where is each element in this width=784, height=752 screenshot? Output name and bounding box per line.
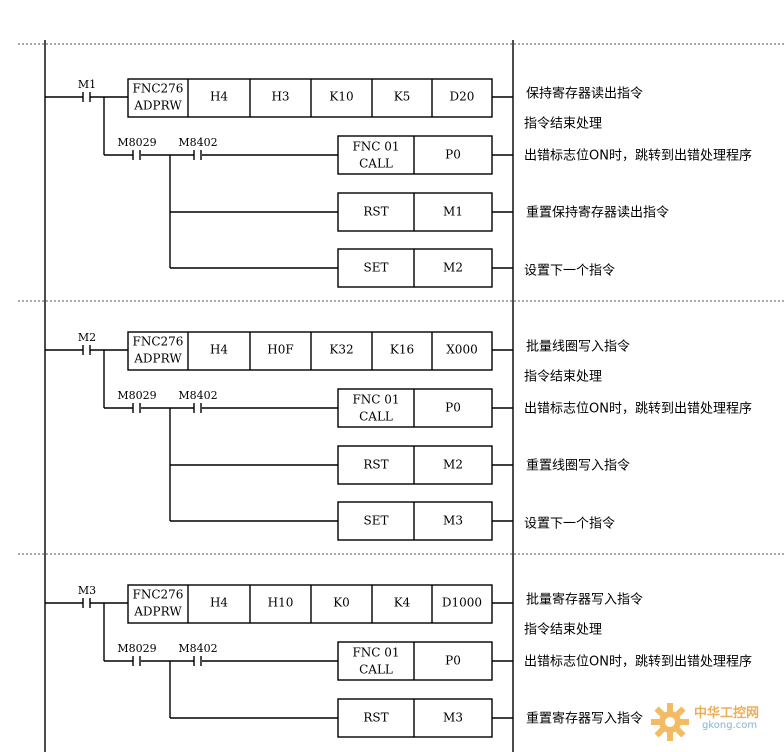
call-name: FNC 01 xyxy=(352,646,399,660)
rst-comment: 重置寄存器写入指令 xyxy=(526,711,643,727)
contact-m2-label: M2 xyxy=(78,331,96,344)
set-instruction-box xyxy=(337,501,493,541)
call-comment: 出错标志位ON时，跳转到出错处理程序 xyxy=(524,402,752,417)
operand: K16 xyxy=(390,343,414,357)
set-comment: 设置下一个指令 xyxy=(524,264,615,279)
contact-m8402-label: M8402 xyxy=(178,642,217,655)
contact-m8402-label: M8402 xyxy=(178,389,217,402)
set-label: SET xyxy=(364,261,389,275)
watermark-title: 中华工控网 xyxy=(694,706,760,721)
watermark: 中华工控网 gkong.com xyxy=(648,698,778,746)
call-operand: P0 xyxy=(445,148,461,162)
sub-comment: 指令结束处理 xyxy=(524,370,602,385)
call-comment: 出错标志位ON时，跳转到出错处理程序 xyxy=(524,655,752,670)
operand: K5 xyxy=(394,90,411,104)
set-operand: M2 xyxy=(443,261,463,275)
operand: K32 xyxy=(329,343,353,357)
call-name: FNC 01 xyxy=(352,393,399,407)
instruction-name: FNC276 xyxy=(133,588,184,602)
call-operand: P0 xyxy=(445,401,461,415)
rst-instruction-box xyxy=(337,698,493,738)
instruction-mnemonic: ADPRW xyxy=(133,605,182,619)
contact-m8029-label: M8029 xyxy=(117,389,156,402)
call-instruction-box xyxy=(337,388,493,428)
operand: H4 xyxy=(210,343,228,357)
rst-label: RST xyxy=(363,458,388,472)
contact-m3-label: M3 xyxy=(78,584,96,597)
call-mnemonic: CALL xyxy=(359,663,393,677)
operand: H4 xyxy=(210,596,228,610)
contact-m1-label: M1 xyxy=(78,78,96,91)
operand: K0 xyxy=(333,596,350,610)
contact-m8402-label: M8402 xyxy=(178,136,217,149)
contact-m8029-label: M8029 xyxy=(117,136,156,149)
set-comment: 设置下一个指令 xyxy=(524,517,615,532)
rst-comment: 重置线圈写入指令 xyxy=(526,458,630,474)
call-comment: 出错标志位ON时，跳转到出错处理程序 xyxy=(524,149,752,164)
operand: H3 xyxy=(271,90,289,104)
operand: H0F xyxy=(267,343,293,357)
call-instruction-box xyxy=(337,641,493,681)
operand: H10 xyxy=(268,596,294,610)
operand: K4 xyxy=(394,596,411,610)
call-mnemonic: CALL xyxy=(359,410,393,424)
instruction-mnemonic: ADPRW xyxy=(133,352,182,366)
rst-instruction-box xyxy=(337,445,493,485)
operand: D1000 xyxy=(442,596,482,610)
instruction-mnemonic: ADPRW xyxy=(133,99,182,113)
rung-comment: 保持寄存器读出指令 xyxy=(526,86,643,102)
set-operand: M3 xyxy=(443,514,463,528)
operand: H4 xyxy=(210,90,228,104)
call-instruction-box xyxy=(337,135,493,175)
rst-operand: M3 xyxy=(443,711,463,725)
operand: X000 xyxy=(446,343,477,357)
set-instruction-box xyxy=(337,248,493,288)
operand: K10 xyxy=(329,90,353,104)
rst-operand: M1 xyxy=(443,205,463,219)
call-operand: P0 xyxy=(445,654,461,668)
instruction-name: FNC276 xyxy=(133,335,184,349)
operand: D20 xyxy=(450,90,475,104)
call-name: FNC 01 xyxy=(352,140,399,154)
rst-operand: M2 xyxy=(443,458,463,472)
set-label: SET xyxy=(364,514,389,528)
rung-comment: 批量寄存器写入指令 xyxy=(526,592,643,608)
rst-instruction-box xyxy=(337,192,493,232)
gear-icon xyxy=(651,703,689,741)
watermark-url: gkong.com xyxy=(702,720,758,731)
rung-comment: 批量线圈写入指令 xyxy=(526,340,630,355)
contact-m8029-label: M8029 xyxy=(117,642,156,655)
instruction-name: FNC276 xyxy=(133,82,184,96)
sub-comment: 指令结束处理 xyxy=(524,623,602,638)
sub-comment: 指令结束处理 xyxy=(524,117,602,132)
rst-label: RST xyxy=(363,711,388,725)
call-mnemonic: CALL xyxy=(359,157,393,171)
rst-label: RST xyxy=(363,205,388,219)
rst-comment: 重置保持寄存器读出指令 xyxy=(526,205,669,221)
